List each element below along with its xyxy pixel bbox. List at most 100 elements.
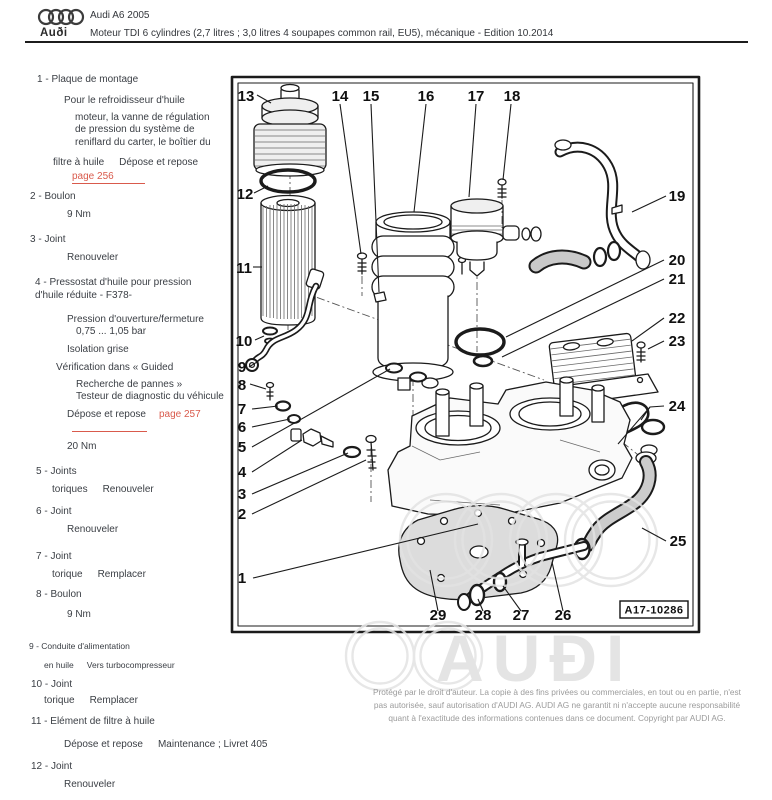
- part-7-note: torique: [52, 569, 83, 580]
- part-4-torque: 20 Nm: [67, 441, 97, 452]
- part-10-note2: Remplacer: [89, 695, 138, 706]
- part-7-note2: Remplacer: [97, 569, 146, 580]
- part-4-desc: Testeur de diagnostic du véhicule: [76, 391, 224, 402]
- part-2-heading: 2 - Boulon: [30, 191, 76, 202]
- part-4-desc: Isolation grise: [67, 344, 129, 355]
- part-6-note: Renouveler: [67, 524, 119, 535]
- figure-id-box: A17-10286: [619, 600, 689, 619]
- callout-4: 4: [238, 464, 247, 481]
- part-4-desc: Vérification dans « Guided: [56, 362, 174, 373]
- callout-20: 20: [669, 252, 686, 269]
- audi-wordmark: Auði: [40, 27, 68, 39]
- part-oring-12: [259, 168, 317, 194]
- part-4-value: 0,75 ... 1,05 bar: [76, 326, 147, 337]
- part-oring-5b: [409, 371, 427, 383]
- callout-1: 1: [238, 570, 246, 587]
- part-1-desc: de pression du système de: [75, 124, 195, 135]
- copyright-notice: Protégé par le droit d'auteur. La copie …: [352, 686, 762, 725]
- audi-watermark-rings: [344, 492, 659, 692]
- part-5-note: toriques: [52, 484, 88, 495]
- part-4-heading2: d'huile réduite - F378-: [35, 290, 132, 301]
- callout-12: 12: [237, 186, 254, 203]
- callout-16: 16: [418, 88, 435, 105]
- part-pressure-switch-4: [290, 428, 334, 448]
- audi-rings-logo: [37, 8, 85, 26]
- leader-lines: [248, 94, 667, 612]
- part-7-note-row: torique Remplacer: [52, 569, 146, 580]
- part-1-action: Dépose et repose: [119, 157, 199, 168]
- part-bellows-16: [371, 211, 467, 391]
- callout-29: 29: [430, 607, 447, 624]
- callout-5: 5: [238, 439, 246, 456]
- part-5-heading: 5 - Joints: [36, 466, 77, 477]
- part-10-note: torique: [44, 695, 75, 706]
- part-screw-14: [356, 252, 368, 275]
- copyright-line-1: Protégé par le droit d'auteur. La copie …: [373, 687, 741, 697]
- part-1-desc: reniflard du carter, le boîtier du: [75, 137, 211, 148]
- part-4-desc: Recherche de pannes »: [76, 379, 183, 390]
- part-bolt-2: [365, 434, 377, 471]
- part-10-note-row: torique Remplacer: [44, 695, 138, 706]
- part-hose-19: [554, 139, 651, 270]
- callout-23: 23: [669, 333, 686, 350]
- part-12-heading: 12 - Joint: [31, 761, 73, 772]
- part-washer-7: [274, 400, 292, 412]
- callout-numbers: 13 14 15 16 17 18 12 11 10 9 8 7 6 5 4 3…: [236, 88, 687, 624]
- page-link-256[interactable]: page 256: [72, 171, 114, 182]
- audi-watermark-text: AUÐI: [436, 621, 633, 695]
- part-bolt-8: [265, 381, 275, 401]
- part-1-desc: Pour le refroidisseur d'huile: [64, 95, 185, 106]
- part-11-ref: Maintenance ; Livret 405: [157, 739, 268, 750]
- callout-6: 6: [238, 419, 246, 436]
- callout-9: 9: [238, 359, 246, 376]
- part-11-action-row: Dépose et repose Maintenance ; Livret 405: [64, 739, 267, 750]
- page-link-257[interactable]: page 257: [158, 409, 201, 420]
- part-oil-supply-line-9: [245, 268, 325, 372]
- callout-24: 24: [669, 398, 686, 415]
- callout-2: 2: [238, 506, 246, 523]
- part-5-note2: Renouveler: [102, 484, 154, 495]
- callout-13: 13: [238, 88, 255, 105]
- callout-21: 21: [669, 271, 686, 288]
- part-joint-3: [342, 445, 362, 459]
- part-4-action: Dépose et repose: [67, 409, 146, 420]
- callout-17: 17: [468, 88, 485, 105]
- part-11-heading: 11 - Elément de filtre à huile: [31, 716, 155, 727]
- part-2-torque: 9 Nm: [67, 209, 91, 220]
- callout-19: 19: [669, 188, 686, 205]
- copyright-line-3: quant à l'exactitude des informations co…: [388, 713, 726, 723]
- part-mounting-plate-housing-1: [387, 376, 633, 516]
- callout-3: 3: [238, 486, 246, 503]
- part-3-heading: 3 - Joint: [30, 234, 66, 245]
- part-8-heading: 8 - Boulon: [36, 589, 82, 600]
- part-6-heading: 6 - Joint: [36, 506, 72, 517]
- part-screw-23: [636, 341, 646, 363]
- callout-7: 7: [238, 401, 246, 418]
- callout-14: 14: [332, 88, 349, 105]
- part-11-action: Dépose et repose: [64, 739, 143, 750]
- callout-26: 26: [555, 607, 572, 624]
- part-filter-cap-13: [253, 83, 327, 177]
- part-1-desc: filtre à huile: [53, 157, 105, 168]
- copyright-line-2: pas autorisée, sauf autorisation d'AUDI …: [373, 700, 741, 710]
- part-9-note2: Vers turbocompresseur: [86, 660, 175, 670]
- callout-8: 8: [238, 377, 246, 394]
- part-4-action-row: Dépose et repose page 257: [67, 409, 201, 420]
- header-divider: [25, 41, 748, 44]
- part-3-note: Renouveler: [67, 252, 119, 263]
- part-1-action-row: filtre à huile Dépose et repose: [53, 157, 198, 168]
- part-4-desc: Pression d'ouverture/fermeture: [67, 314, 204, 325]
- callout-27: 27: [513, 607, 530, 624]
- header-subtitle: Moteur TDI 6 cylindres (2,7 litres ; 3,0…: [90, 28, 554, 39]
- part-9-heading: 9 - Conduite d'alimentation: [29, 641, 130, 651]
- part-10-heading: 10 - Joint: [31, 679, 73, 690]
- part-5-note-row: toriques Renouveler: [52, 484, 154, 495]
- callout-10: 10: [236, 333, 253, 350]
- callout-11: 11: [236, 260, 252, 277]
- callout-25: 25: [670, 533, 687, 550]
- callout-22: 22: [669, 310, 686, 327]
- part-oring-5a: [385, 362, 403, 374]
